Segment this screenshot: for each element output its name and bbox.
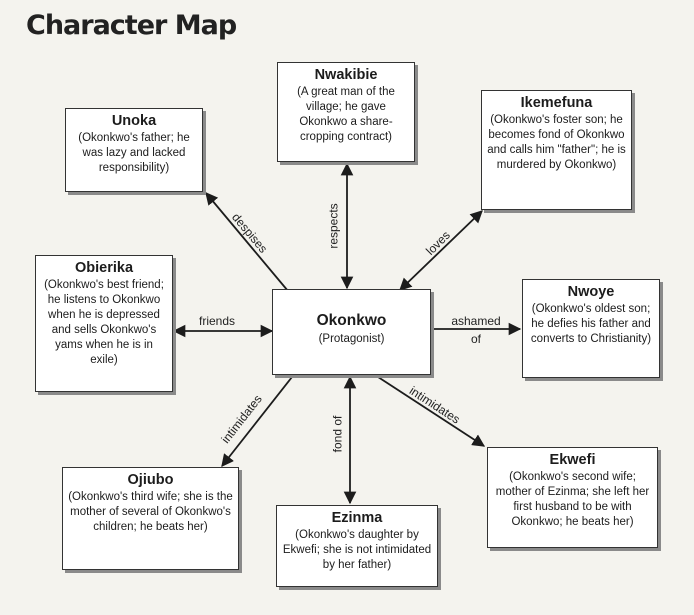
node-obierika-name: Obierika (74, 260, 134, 276)
label-friends: friends (199, 314, 236, 328)
node-ikemefuna: Ikemefuna (Okonkwo's foster son; he beco… (481, 90, 632, 210)
node-obierika: Obierika (Okonkwo's best friend; he list… (35, 255, 173, 392)
node-obierika-desc: (Okonkwo's best friend; he listens to Ok… (44, 279, 164, 366)
arrow-ikemefuna (399, 210, 483, 291)
arrow-ekwefi (374, 374, 486, 447)
label-ashamed-of: ashamed of (451, 314, 501, 346)
node-ikemefuna-desc: (Okonkwo's foster son; he becomes fond o… (487, 114, 626, 171)
node-ojiubo: Ojiubo (Okonkwo's third wife; she is the… (62, 467, 239, 570)
label-respects: respects (326, 203, 341, 249)
label-fond-of: fond of (330, 415, 345, 453)
node-ojiubo-desc: (Okonkwo's third wife; she is the mother… (68, 491, 233, 533)
node-ekwefi: Ekwefi (Okonkwo's second wife; mother of… (487, 447, 658, 548)
node-okonkwo-desc: (Protagonist) (318, 333, 385, 345)
node-ojiubo-name: Ojiubo (127, 472, 174, 488)
node-nwakibie-desc: (A great man of the village; he gave Oko… (297, 86, 395, 143)
node-unoka: Unoka (Okonkwo's father; he was lazy and… (65, 108, 203, 192)
node-ezinma-desc: (Okonkwo's daughter by Ekwefi; she is no… (282, 529, 432, 571)
node-nwakibie-name: Nwakibie (314, 67, 378, 83)
node-nwakibie: Nwakibie (A great man of the village; he… (277, 62, 415, 162)
node-nwoye: Nwoye (Okonkwo's oldest son; he defies h… (522, 279, 660, 378)
node-nwoye-name: Nwoye (567, 284, 615, 300)
node-ezinma-name: Ezinma (331, 510, 383, 526)
node-nwoye-desc: (Okonkwo's oldest son; he defies his fat… (530, 303, 652, 345)
node-okonkwo-name: Okonkwo (316, 312, 387, 329)
node-ezinma: Ezinma (Okonkwo's daughter by Ekwefi; sh… (276, 505, 438, 587)
arrow-unoka (205, 192, 289, 292)
node-unoka-desc: (Okonkwo's father; he was lazy and lacke… (78, 132, 190, 174)
page-title: Character Map (26, 10, 237, 41)
node-okonkwo: Okonkwo (Protagonist) (272, 289, 431, 375)
node-unoka-name: Unoka (111, 113, 157, 129)
node-ikemefuna-name: Ikemefuna (520, 95, 593, 111)
node-ekwefi-name: Ekwefi (549, 452, 596, 468)
arrow-ojiubo (221, 376, 293, 467)
node-ekwefi-desc: (Okonkwo's second wife; mother of Ezinma… (495, 471, 650, 528)
